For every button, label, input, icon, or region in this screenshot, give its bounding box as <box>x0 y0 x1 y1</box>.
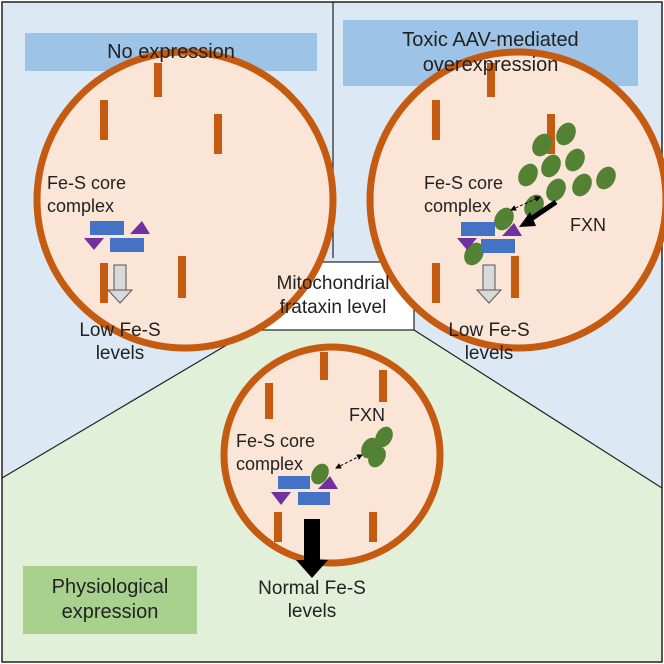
result-line2: levels <box>287 600 337 622</box>
mitochondrion-toxic <box>366 48 664 352</box>
binding-arrow-icon <box>510 196 541 211</box>
center-label: Mitochondrial frataxin level <box>252 262 414 330</box>
result-line1: Low Fe-S <box>79 320 161 341</box>
result-line1: Normal Fe-S <box>258 578 366 599</box>
result-toxic: Low Fe-S levels <box>439 320 539 366</box>
title-physiological: Physiological expression <box>23 566 197 634</box>
fxn-label-toxic: FXN <box>570 214 606 237</box>
fxn-influx-arrow-icon <box>519 199 558 227</box>
title-no-expression: No expression <box>25 33 317 71</box>
mitochondrion-no-expression <box>33 48 337 352</box>
core-label-line1: Fe-S core <box>47 173 127 193</box>
fxn-protein-cluster-icon <box>311 426 393 485</box>
core-label-line1: Fe-S core <box>424 173 504 193</box>
core-label-line1: Fe-S core <box>236 431 316 451</box>
title-physiological-line2: expression <box>61 601 159 623</box>
fe-s-core-complex-icon <box>84 221 150 252</box>
low-fe-s-arrow-icon <box>475 264 503 304</box>
core-label-line2: complex <box>47 195 115 216</box>
low-fe-s-arrow-icon <box>106 264 134 304</box>
fe-s-core-complex-icon <box>271 476 338 505</box>
core-label-physiological: Fe-S core complex <box>236 430 315 475</box>
mitochondrion-physiological <box>220 343 444 578</box>
fxn-label-physiological: FXN <box>349 404 385 427</box>
result-no-expression: Low Fe-S levels <box>70 320 170 366</box>
title-toxic-line1: Toxic AAV-mediated <box>402 29 579 51</box>
core-label-line2: complex <box>424 195 492 216</box>
title-toxic-overexpression: Toxic AAV-mediated overexpression <box>343 20 638 86</box>
center-label-line1: Mitochondrial <box>276 273 390 295</box>
result-line1: Low Fe-S <box>448 320 530 341</box>
fxn-label: FXN <box>349 405 385 425</box>
core-label-no-expression: Fe-S core complex <box>47 172 126 217</box>
banner-physiological <box>23 566 197 634</box>
result-physiological: Normal Fe-S levels <box>247 578 377 624</box>
title-toxic-line2: overexpression <box>422 54 559 76</box>
result-line2: levels <box>464 342 514 364</box>
result-line2: levels <box>95 342 145 364</box>
normal-fe-s-arrow-icon <box>296 519 328 578</box>
title-physiological-line1: Physiological <box>51 576 169 598</box>
core-label-toxic: Fe-S core complex <box>424 172 503 217</box>
center-label-line2: frataxin level <box>279 297 387 318</box>
core-label-line2: complex <box>236 453 304 474</box>
fxn-label: FXN <box>570 215 606 235</box>
fe-s-core-complex-icon <box>457 222 522 253</box>
title-no-expression-text: No expression <box>107 40 235 63</box>
